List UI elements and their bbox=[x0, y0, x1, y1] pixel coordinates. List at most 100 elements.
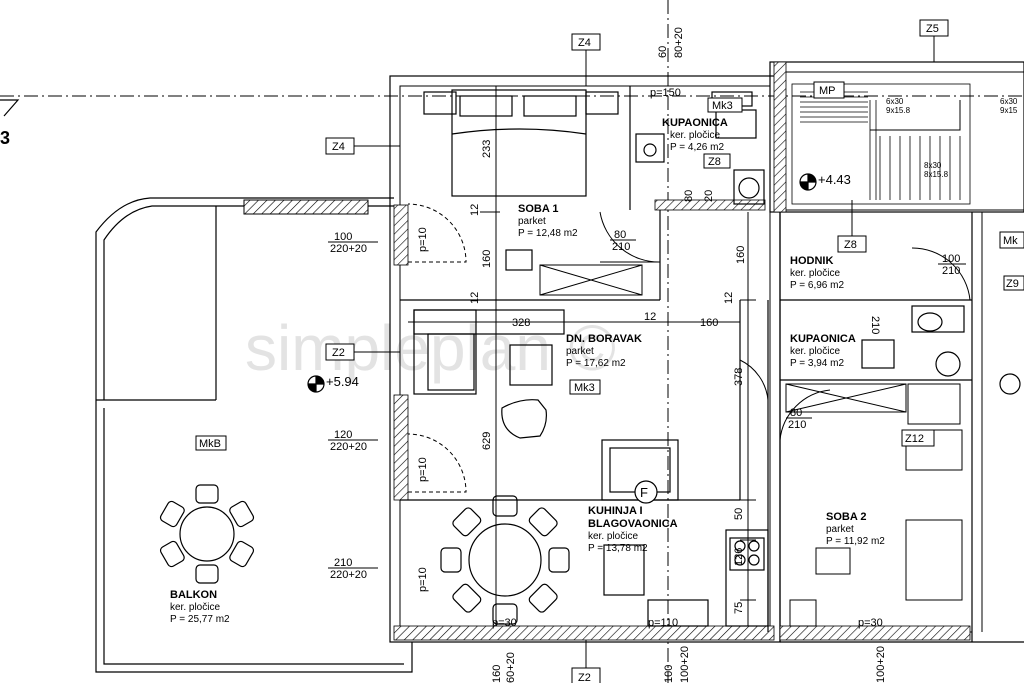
dim-12-c: 12 bbox=[644, 311, 656, 323]
dim-160-a: 160 bbox=[481, 250, 493, 268]
stair-label-c: 8x30 bbox=[924, 161, 942, 170]
tag-z2-bottom: Z2 bbox=[578, 672, 591, 683]
kupaonica1-finish: ker. pločice bbox=[670, 130, 720, 141]
stair-label-a: 6x30 bbox=[886, 97, 904, 106]
door-swings bbox=[407, 203, 971, 493]
soba2-area: P = 11,92 m2 bbox=[826, 536, 885, 547]
corner-axis-marker bbox=[0, 99, 20, 117]
window-120-w: 120 bbox=[334, 429, 352, 441]
hatched-walls bbox=[393, 61, 971, 641]
soba1-area: P = 12,48 m2 bbox=[518, 228, 578, 239]
dim-50: 50 bbox=[733, 508, 745, 520]
chair bbox=[528, 507, 558, 537]
dim-328: 328 bbox=[512, 317, 530, 329]
tag-z8-upper: Z8 bbox=[708, 156, 721, 168]
window-210-h: 220+20 bbox=[330, 569, 367, 581]
kupaonica2-area: P = 3,94 m2 bbox=[790, 358, 844, 369]
double-bed bbox=[423, 89, 619, 197]
door-a-h: 210 bbox=[612, 241, 630, 253]
stair-label-b: 9x15.8 bbox=[886, 106, 911, 115]
boravak-area: P = 17,62 m2 bbox=[566, 358, 626, 369]
tag-mk-right: Mk bbox=[1003, 235, 1018, 247]
door-c-h: 210 bbox=[942, 265, 960, 277]
dim-160-b: 160 bbox=[700, 317, 718, 329]
chair bbox=[528, 583, 558, 613]
kupaonica1-name: KUPAONICA bbox=[662, 117, 728, 129]
parapet-p10-c: p=10 bbox=[417, 567, 429, 592]
soba-2-wardrobe bbox=[785, 383, 963, 627]
dim-12-d: 12 bbox=[723, 292, 735, 304]
bottom-dim-100-a: 100 bbox=[663, 665, 675, 683]
door-c-w: 100 bbox=[942, 253, 960, 265]
dim-20-v: 20 bbox=[703, 190, 715, 202]
balcony-railing bbox=[243, 199, 369, 215]
corner-axis-label: 3 bbox=[0, 128, 10, 148]
balkon-area: P = 25,77 m2 bbox=[170, 614, 230, 625]
parapet-p30-b: p=30 bbox=[858, 617, 883, 629]
tag-z12: Z12 bbox=[905, 433, 924, 445]
chair bbox=[492, 603, 518, 625]
window-120-h: 220+20 bbox=[330, 441, 367, 453]
tag-mk3-bath: Mk3 bbox=[712, 100, 733, 112]
fireplace-icon bbox=[634, 480, 658, 504]
window-100-h: 220+20 bbox=[330, 243, 367, 255]
tag-z2-left: Z2 bbox=[332, 347, 345, 359]
kuhinja-area: P = 13,78 m2 bbox=[588, 543, 648, 554]
kuhinja-name-1: KUHINJA I bbox=[588, 505, 643, 517]
tag-z5: Z5 bbox=[926, 23, 939, 35]
kupaonica2-finish: ker. pločice bbox=[790, 346, 840, 357]
hodnik-area: P = 6,96 m2 bbox=[790, 280, 844, 291]
wardrobe bbox=[539, 264, 643, 296]
hodnik-finish: ker. pločice bbox=[790, 268, 840, 279]
dining-table bbox=[440, 495, 570, 625]
stairwell bbox=[791, 83, 971, 205]
chair bbox=[159, 500, 185, 528]
dim-233: 233 bbox=[481, 140, 493, 158]
window-100-w: 100 bbox=[334, 231, 352, 243]
balkon-name: BALKON bbox=[170, 589, 217, 601]
chair bbox=[492, 495, 518, 517]
chair bbox=[548, 547, 570, 573]
level-marker-stair bbox=[799, 173, 817, 191]
door-a-w: 80 bbox=[614, 229, 626, 241]
fireplace-label: F bbox=[640, 485, 648, 500]
boravak-name: DN. BORAVAK bbox=[566, 333, 642, 345]
hodnik-name: HODNIK bbox=[790, 255, 833, 267]
chair bbox=[159, 540, 185, 568]
parapet-p10-a: p=10 bbox=[417, 227, 429, 252]
soba1-name: SOBA 1 bbox=[518, 203, 559, 215]
tag-mp: MP bbox=[819, 85, 836, 97]
kupaonica2-name: KUPAONICA bbox=[790, 333, 856, 345]
level-marker-balkon bbox=[307, 375, 325, 393]
desk-chair bbox=[505, 249, 533, 271]
soba2-finish: parket bbox=[826, 524, 854, 535]
kuhinja-finish: ker. pločice bbox=[588, 531, 638, 542]
dim-60: 60 bbox=[657, 46, 669, 58]
section-tags bbox=[195, 19, 1024, 683]
soba1-finish: parket bbox=[518, 216, 546, 227]
parapet-p150: p=150 bbox=[650, 87, 681, 99]
chair bbox=[440, 547, 462, 573]
dim-12-a: 12 bbox=[469, 204, 481, 216]
chair bbox=[452, 507, 482, 537]
chair bbox=[229, 540, 255, 568]
dim-160-c: 160 bbox=[735, 246, 747, 264]
dim-12-b: 12 bbox=[469, 292, 481, 304]
kuhinja-name-2: BLAGOVAONICA bbox=[588, 518, 678, 530]
balcony-table bbox=[159, 484, 255, 584]
chair bbox=[452, 583, 482, 613]
chair bbox=[195, 564, 219, 584]
bathroom-2-fixtures bbox=[861, 305, 1021, 395]
dim-126: 126 bbox=[733, 548, 745, 566]
parapet-p30-a: p=30 bbox=[492, 617, 517, 629]
bottom-dim-100-20-a: 100+20 bbox=[679, 646, 691, 683]
tag-mk3-living: Mk3 bbox=[574, 382, 595, 394]
boravak-finish: parket bbox=[566, 346, 594, 357]
dim-80-v: 80 bbox=[683, 190, 695, 202]
dimension-lines bbox=[408, 86, 756, 626]
tag-z8-lower: Z8 bbox=[844, 239, 857, 251]
dim-210-rot: 210 bbox=[869, 316, 881, 334]
bottom-dim-60-20: 60+20 bbox=[505, 652, 517, 683]
stair-label-e: 6x30 bbox=[1000, 97, 1018, 106]
